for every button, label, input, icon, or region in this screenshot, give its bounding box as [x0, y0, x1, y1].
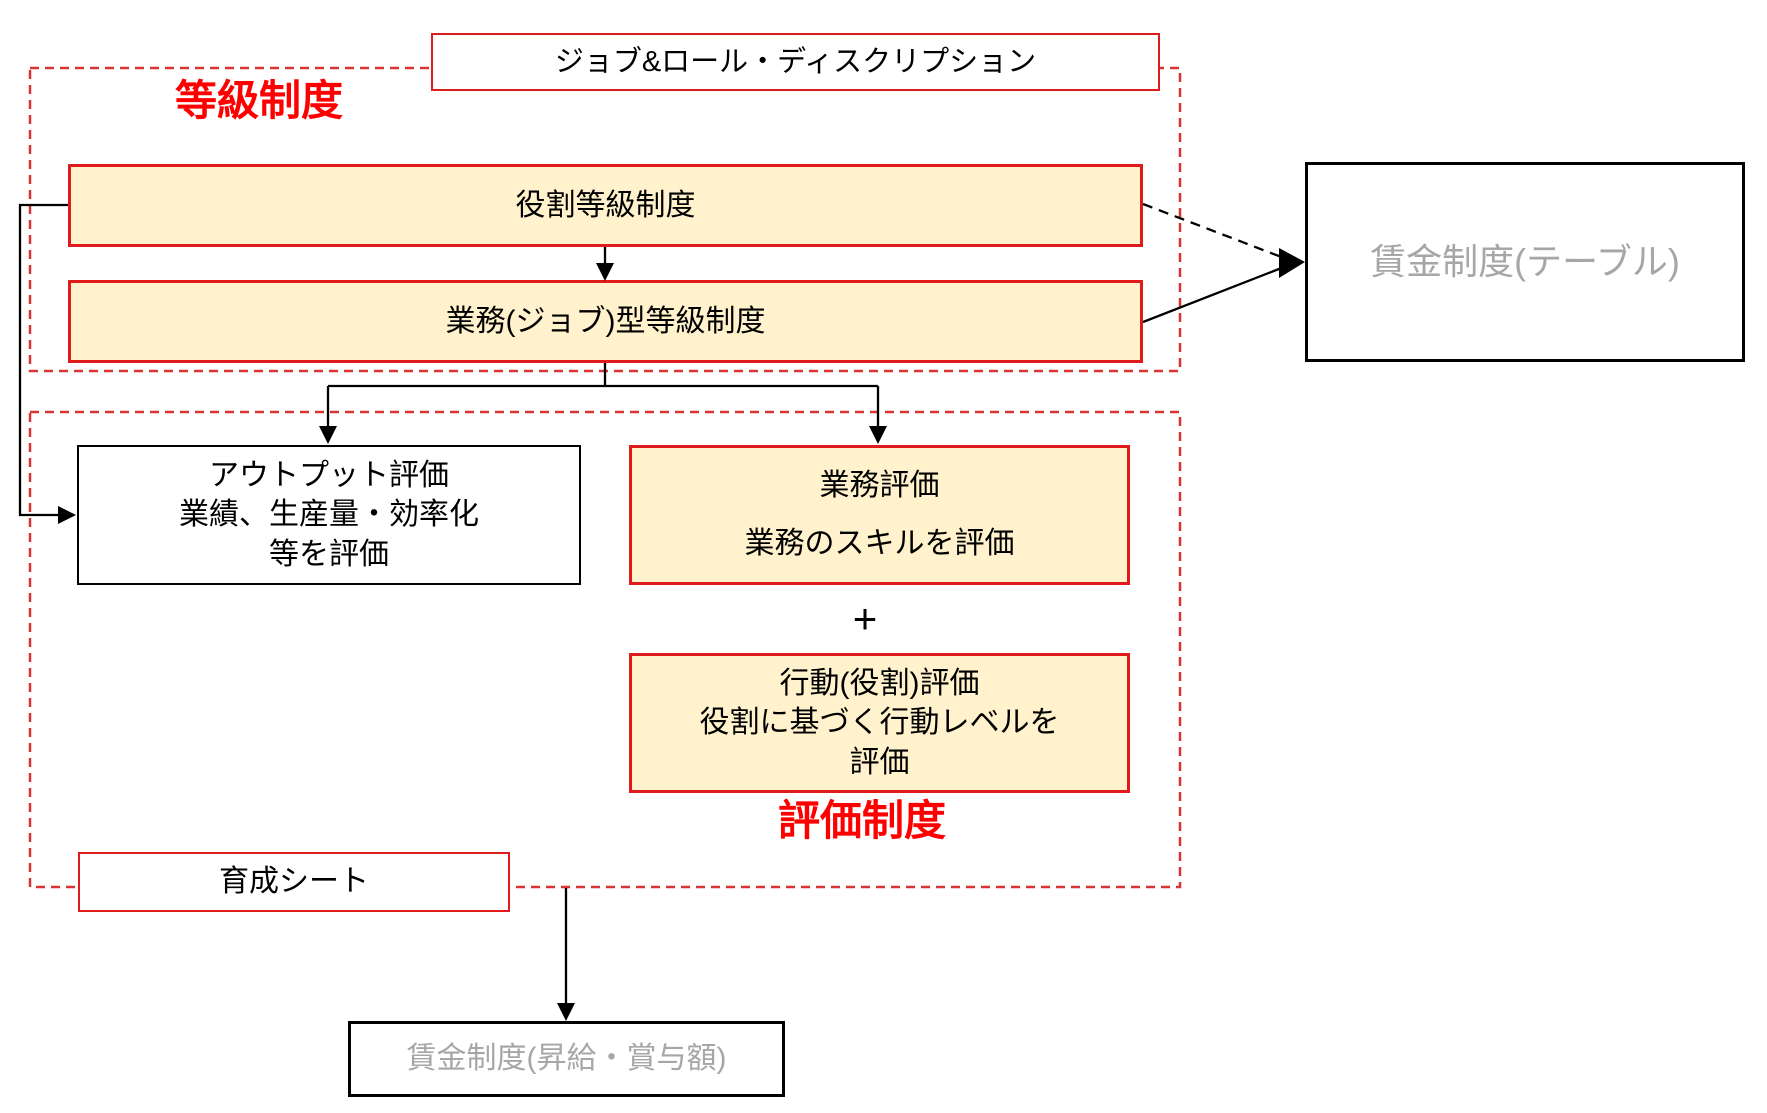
output-eval-line-1: アウトプット評価 — [209, 458, 449, 492]
job-grade-label: 業務(ジョブ)型等級制度 — [445, 304, 766, 338]
wage-raise-label: 賃金制度(昇給・賞与額) — [406, 1042, 727, 1076]
arrowhead-left-route — [58, 506, 76, 524]
wage-table-label: 賃金制度(テーブル) — [1370, 241, 1680, 283]
output-eval-box: アウトプット評価 業績、生産量・効率化 等を評価 — [77, 445, 581, 585]
wage-raise-box: 賃金制度(昇給・賞与額) — [348, 1021, 785, 1097]
wage-table-box: 賃金制度(テーブル) — [1305, 162, 1745, 362]
job-role-description-box: ジョブ&ロール・ディスクリプション — [431, 33, 1160, 91]
role-grade-label: 役割等級制度 — [515, 188, 696, 222]
training-sheet-box: 育成シート — [78, 852, 510, 912]
behavior-eval-line-2: 役割に基づく行動レベルを — [699, 706, 1060, 740]
arrow-to-wage-table-solid-line — [1142, 265, 1285, 324]
grade-system-label: 等級制度 — [175, 77, 344, 124]
training-sheet-label: 育成シート — [219, 865, 369, 899]
output-eval-line-3: 等を評価 — [269, 537, 389, 571]
arrowhead-branch-left — [319, 426, 337, 444]
plus-sign: + — [852, 595, 878, 642]
arrow-to-wage-table-dashed-line — [1142, 202, 1285, 260]
work-eval-title: 業務評価 — [819, 469, 940, 503]
arrow-left-route-line — [18, 203, 68, 517]
behavior-eval-box: 行動(役割)評価 役割に基づく行動レベルを 評価 — [629, 653, 1130, 793]
role-grade-box: 役割等級制度 — [68, 164, 1143, 247]
job-grade-box: 業務(ジョブ)型等級制度 — [68, 280, 1143, 363]
work-eval-box: 業務評価 業務のスキルを評価 — [629, 445, 1130, 585]
job-role-description-label: ジョブ&ロール・ディスクリプション — [554, 45, 1037, 78]
behavior-eval-line-1: 行動(役割)評価 — [779, 666, 980, 700]
arrowhead-to-wage-raise — [557, 1003, 575, 1021]
arrowhead-role-to-job — [596, 263, 614, 281]
arrowhead-to-wage-table — [1279, 248, 1305, 278]
work-eval-subtitle: 業務のスキルを評価 — [744, 527, 1015, 561]
behavior-eval-line-3: 評価 — [849, 745, 910, 779]
arrowhead-branch-right — [869, 426, 887, 444]
output-eval-line-2: 業績、生産量・効率化 — [179, 498, 479, 532]
eval-system-label: 評価制度 — [777, 797, 946, 844]
